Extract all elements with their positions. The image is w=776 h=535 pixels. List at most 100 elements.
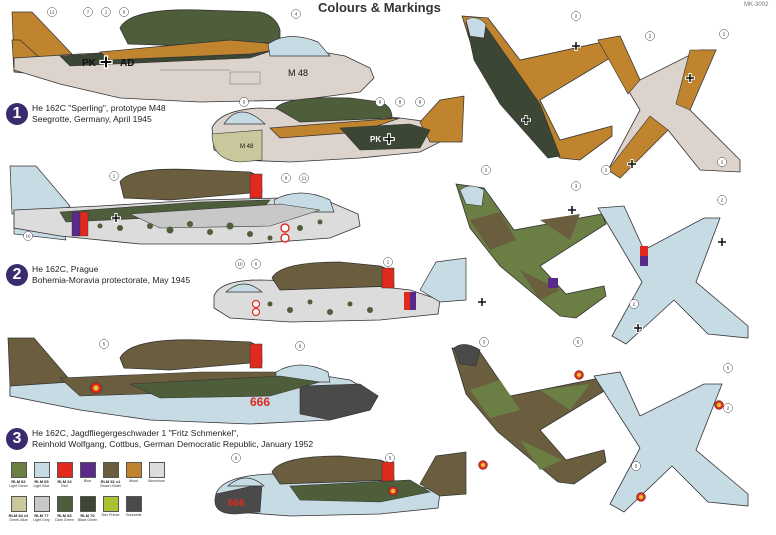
- callout: 10: [235, 259, 245, 269]
- svg-text:6: 6: [235, 456, 238, 461]
- callout: 1: [383, 257, 393, 267]
- scheme-1-location: Seegrotte, Germany, April 1945: [32, 114, 152, 124]
- scheme1-plan-bottom: [597, 35, 741, 179]
- scheme-2-location: Bohemia-Moravia protectorate, May 1945: [32, 275, 191, 285]
- callout: 5: [723, 363, 733, 373]
- callout: 2: [717, 195, 727, 205]
- swatch-code: RLM 77: [34, 513, 49, 518]
- swatch-name: Dark Green: [55, 518, 74, 522]
- scheme1-plan-top: [461, 15, 621, 161]
- callout: 1: [109, 171, 119, 181]
- callout: 6: [239, 97, 249, 107]
- callout: 5: [99, 339, 109, 349]
- swatch-box: [125, 496, 142, 512]
- callout: 3: [571, 181, 581, 191]
- callout: 6: [295, 341, 305, 351]
- svg-text:2: 2: [605, 168, 608, 173]
- callout: 4: [291, 9, 301, 19]
- scheme-3-badge: 3: [6, 428, 28, 450]
- s3r-serial: 666: [228, 498, 245, 509]
- svg-text:8: 8: [419, 100, 422, 105]
- scheme2-side-view: [9, 165, 361, 245]
- svg-text:2: 2: [721, 198, 724, 203]
- s1r-code: PK: [370, 135, 381, 144]
- scheme1-side-view: PK AD M 48: [11, 9, 375, 103]
- swatch-box: [79, 496, 96, 512]
- callout: 2: [629, 299, 639, 309]
- swatch-box: [10, 496, 27, 512]
- scheme1-side-view-reversed: M 48 PK: [211, 95, 465, 163]
- swatch-code: RLM 81 v1: [100, 479, 121, 484]
- scheme3-plan-top: [451, 344, 607, 485]
- swatch-box: [56, 462, 73, 478]
- callout-markers: 12 7 1 9 4 6 8 8 8 1 8 11 16 10 6 1 5 6 …: [23, 7, 733, 471]
- swatch-name: Gunmetal: [125, 513, 142, 517]
- swatch-code: RLM 84 v2: [8, 513, 29, 518]
- swatch-name: Blue: [83, 479, 92, 483]
- s1-canopy: [267, 36, 331, 57]
- callout: 3: [479, 337, 489, 347]
- scheme-3-title: He 162C, Jagdfliegergeschwader 1 "Fritz …: [32, 428, 239, 438]
- colour-swatch: Blue: [77, 462, 98, 483]
- callout: 11: [299, 173, 309, 183]
- callout: 8: [415, 97, 425, 107]
- scheme-1-title: He 162C "Sperling", prototype M48: [32, 103, 166, 113]
- svg-text:6: 6: [243, 100, 246, 105]
- svg-text:5: 5: [103, 342, 106, 347]
- scheme-3-location: Reinhold Wolfgang, Cottbus, German Democ…: [32, 439, 314, 449]
- swatch-box: [56, 496, 73, 512]
- svg-text:7: 7: [87, 10, 90, 15]
- swatch-name: Green-Blue: [9, 518, 28, 522]
- scheme3-plan-bottom: [593, 371, 749, 513]
- svg-text:1: 1: [113, 174, 116, 179]
- callout: 7: [83, 7, 93, 17]
- svg-text:5: 5: [389, 456, 392, 461]
- swatch-box: [10, 462, 27, 478]
- s3-serial: 666: [250, 395, 270, 409]
- swatch-box: [102, 496, 119, 512]
- colour-swatch: Aluminium: [146, 462, 167, 483]
- callout: 1: [101, 7, 111, 17]
- callout: 6: [231, 453, 241, 463]
- svg-text:2: 2: [727, 406, 730, 411]
- svg-text:2: 2: [575, 14, 578, 19]
- callout: 8: [395, 97, 405, 107]
- swatch-name: Brown-Violet: [100, 484, 121, 488]
- swatch-name: Red: [61, 484, 68, 488]
- swatch-box: [148, 462, 165, 478]
- callout: 2: [717, 157, 727, 167]
- swatch-name: Zinc Primer: [101, 513, 120, 517]
- svg-text:16: 16: [25, 234, 31, 239]
- page-title: Colours & Markings: [318, 0, 441, 15]
- callout: 8: [281, 173, 291, 183]
- svg-text:2: 2: [721, 160, 724, 165]
- svg-text:8: 8: [379, 100, 382, 105]
- swatch-name: Light Green: [9, 484, 28, 488]
- callout: 5: [631, 461, 641, 471]
- colour-swatch: Wood: [123, 462, 144, 483]
- scheme3-side-view: 666: [7, 337, 379, 425]
- callout: 5: [573, 337, 583, 347]
- callout: 5: [385, 453, 395, 463]
- svg-text:2: 2: [485, 168, 488, 173]
- svg-text:5: 5: [727, 366, 730, 371]
- svg-text:4: 4: [295, 12, 298, 17]
- scheme-1-caption: He 162C "Sperling", prototype M48 Seegro…: [32, 103, 166, 125]
- svg-text:8: 8: [399, 100, 402, 105]
- svg-text:10: 10: [237, 262, 243, 267]
- colour-swatch: Gunmetal: [123, 496, 144, 517]
- svg-text:1: 1: [387, 260, 390, 265]
- svg-text:3: 3: [575, 184, 578, 189]
- swatch-name: Aluminium: [148, 479, 165, 483]
- callout: 9: [119, 7, 129, 17]
- svg-text:3: 3: [483, 340, 486, 345]
